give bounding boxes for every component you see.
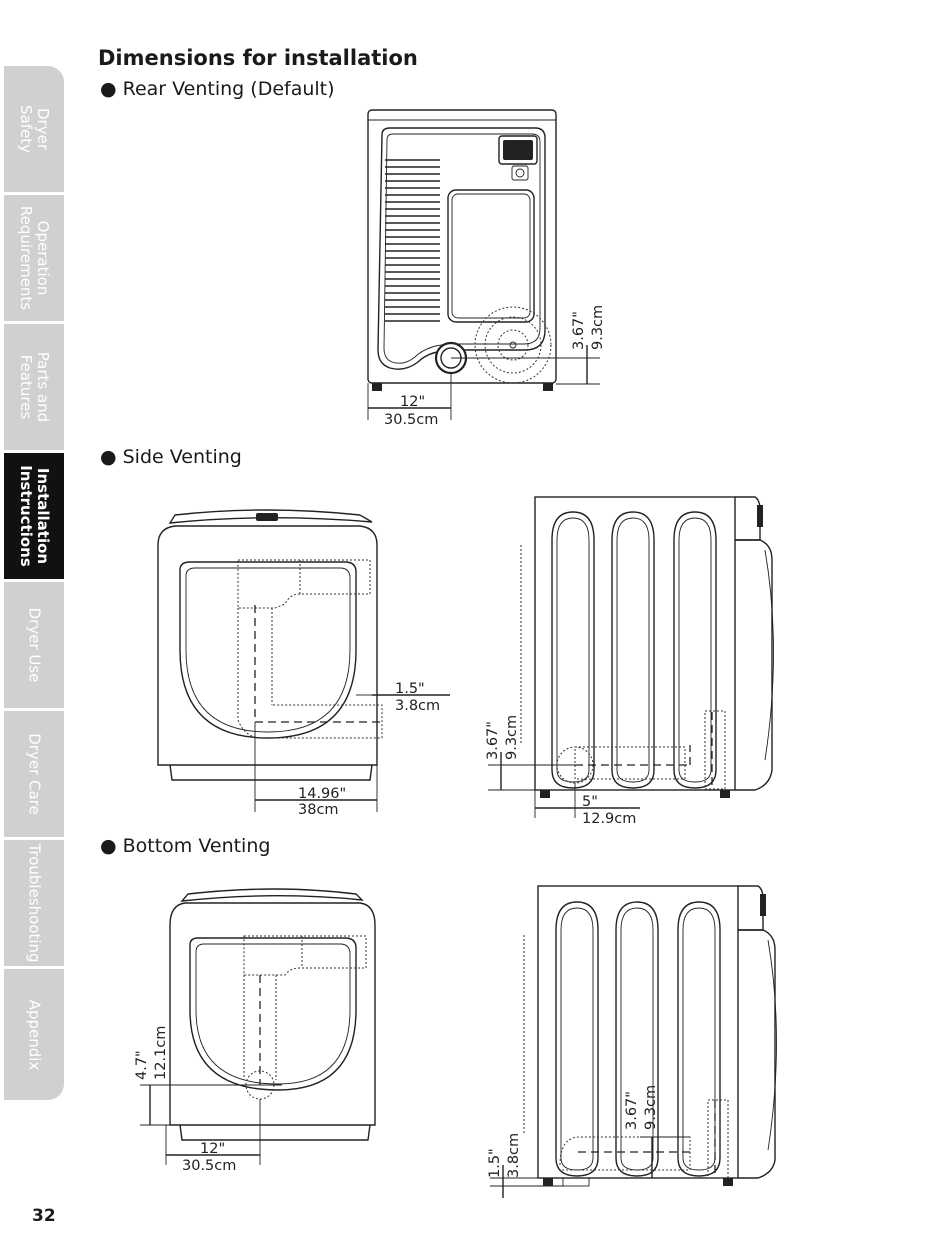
- tab-parts-and-features[interactable]: Parts and Features: [4, 324, 64, 452]
- heading-text: Bottom Venting: [122, 835, 271, 857]
- dim-width-in: 12": [400, 394, 425, 410]
- section-sidebar: Dryer Safety Operation Requirements Part…: [4, 66, 64, 1100]
- tab-dryer-use[interactable]: Dryer Use: [4, 582, 64, 710]
- dim-width-cm: 38cm: [298, 802, 339, 818]
- dim-height-in: 3.67": [485, 721, 501, 760]
- tab-operation-requirements[interactable]: Operation Requirements: [4, 195, 64, 323]
- dryer-side-view: [523, 885, 777, 1187]
- dim-depth-cm: 12.9cm: [582, 811, 636, 827]
- dim-vent-cm: 9.3cm: [643, 1085, 659, 1130]
- vent-louvers: [385, 159, 440, 322]
- side-front-dimension-lines: 1.5" 3.8cm 14.96" 38cm: [254, 681, 450, 818]
- dryer-front-view: [169, 888, 376, 1141]
- dim-height-cm: 12.1cm: [153, 1026, 169, 1080]
- rear-dimension-lines: 3.67" 9.3cm 12" 30.5cm: [367, 305, 606, 428]
- dim-offset-in: 1.5": [487, 1148, 503, 1178]
- dryer-side-view: [520, 496, 774, 798]
- dim-height-cm: 9.3cm: [504, 715, 520, 760]
- tab-dryer-safety[interactable]: Dryer Safety: [4, 66, 64, 194]
- dim-height-in: 3.67": [571, 311, 587, 350]
- heading-text: Side Venting: [122, 446, 242, 468]
- heading-rear-venting: ● Rear Venting (Default): [100, 78, 335, 100]
- side-view-dimension-lines: 3.67" 9.3cm 5" 12.9cm: [485, 715, 640, 827]
- tab-appendix[interactable]: Appendix: [4, 969, 64, 1100]
- tab-troubleshooting[interactable]: Troubleshooting: [4, 840, 64, 968]
- bottom-front-dimension-lines: 4.7" 12.1cm 12" 30.5cm: [134, 1026, 261, 1174]
- dryer-rear-view: [367, 109, 557, 391]
- heading-text: Rear Venting (Default): [122, 78, 335, 100]
- dim-height-in: 4.7": [134, 1050, 150, 1080]
- dim-offset-cm: 3.8cm: [395, 698, 440, 714]
- page-number: 32: [32, 1206, 56, 1226]
- heading-bottom-venting: ● Bottom Venting: [100, 835, 271, 857]
- tab-dryer-care[interactable]: Dryer Care: [4, 711, 64, 839]
- dryer-front-view: [157, 509, 383, 781]
- dim-width-in: 12": [200, 1141, 225, 1157]
- page-title: Dimensions for installation: [98, 46, 418, 70]
- dim-offset-in: 1.5": [395, 681, 425, 697]
- bottom-side-dimension-lines: 1.5" 3.8cm 3.67" 9.3cm: [487, 1085, 690, 1198]
- heading-side-venting: ● Side Venting: [100, 446, 242, 468]
- tab-installation-instructions[interactable]: Installation Instructions: [4, 453, 64, 581]
- dim-depth-in: 5": [582, 794, 598, 810]
- dim-vent-in: 3.67": [624, 1091, 640, 1130]
- dim-width-cm: 30.5cm: [182, 1158, 236, 1174]
- dim-width-cm: 30.5cm: [384, 412, 438, 428]
- dim-height-cm: 9.3cm: [590, 305, 606, 350]
- dim-width-in: 14.96": [298, 786, 346, 802]
- dim-offset-cm: 3.8cm: [506, 1133, 522, 1178]
